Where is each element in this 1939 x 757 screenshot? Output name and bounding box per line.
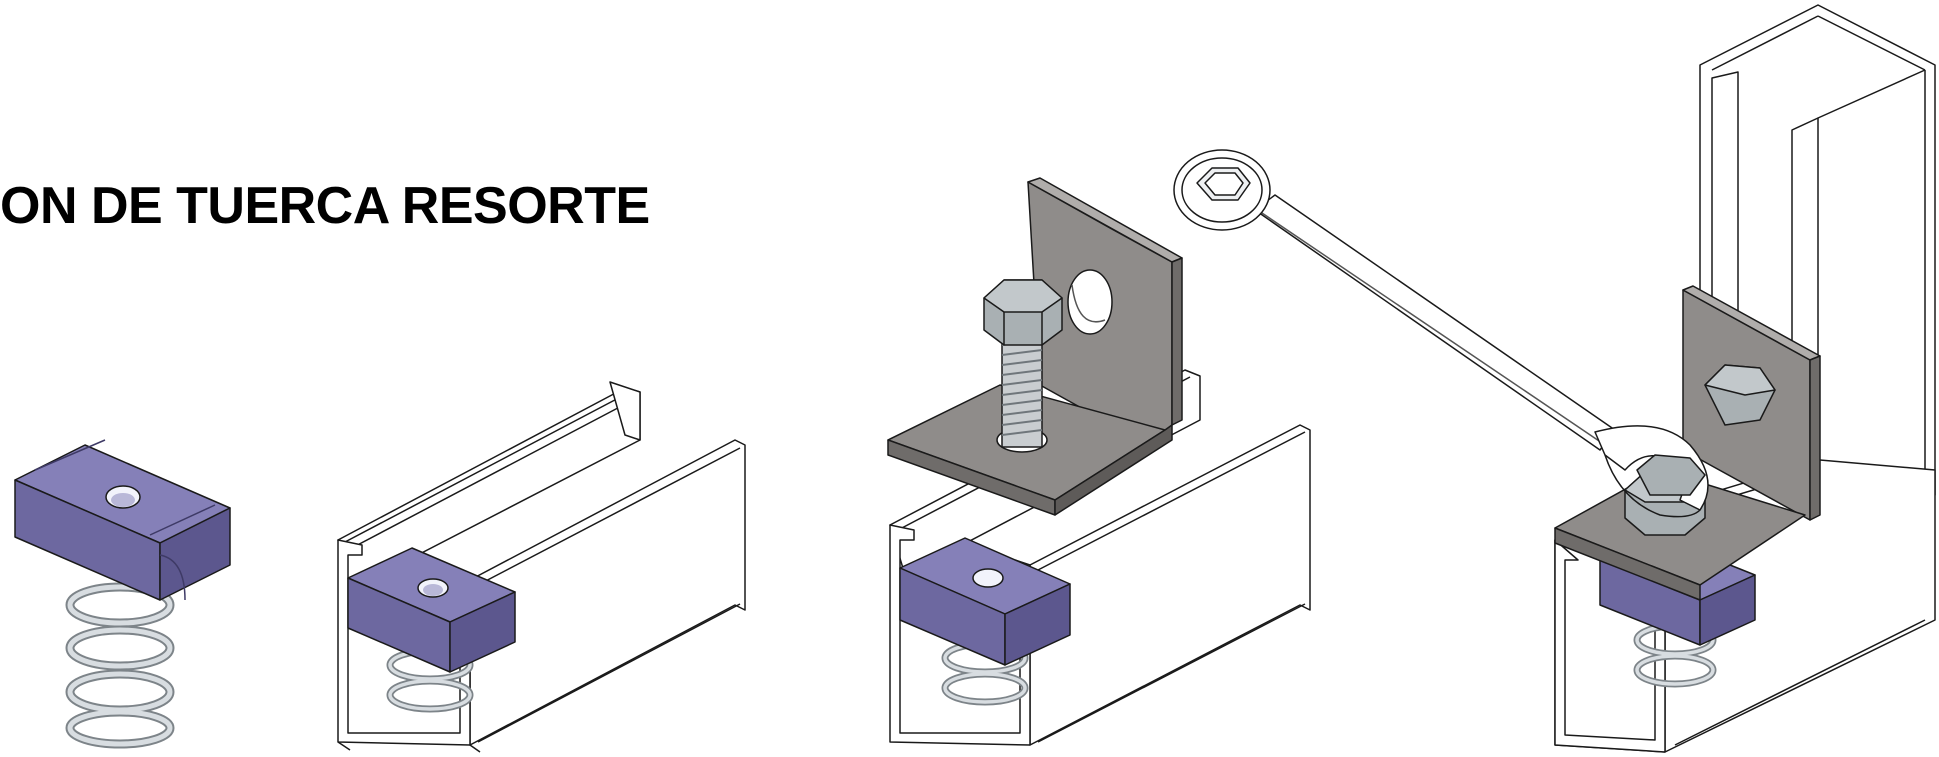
bolt-icon: [983, 279, 1063, 448]
spring-nut: [14, 439, 231, 749]
angle-bracket-icon: [1554, 285, 1821, 601]
nut-icon: [347, 547, 516, 673]
wrench-icon: [1173, 149, 1709, 518]
bracket-bolt-assembly: [887, 177, 1311, 746]
wrench-tightening: [1173, 4, 1936, 753]
angle-bracket-icon: [887, 177, 1183, 516]
diagram-title: ON DE TUERCA RESORTE: [0, 177, 650, 235]
channel-icon: [337, 381, 746, 753]
nut-in-channel: [337, 381, 746, 753]
nut-icon: [14, 439, 231, 601]
nut-icon: [899, 537, 1071, 666]
